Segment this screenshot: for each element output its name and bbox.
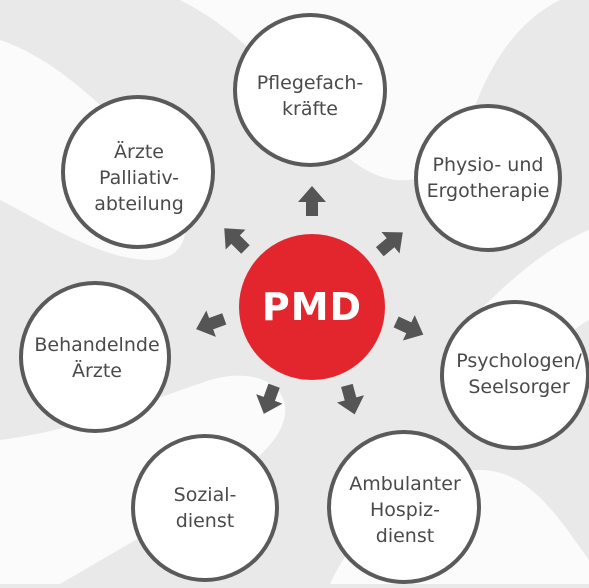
arrow-to-ambulanter-hospizdienst: [336, 383, 365, 415]
arrow-to-aerzte-palliativabteilung: [224, 228, 250, 254]
arrow-shape: [196, 310, 227, 337]
arrow-shape: [224, 228, 250, 254]
arrow-shape: [393, 315, 424, 341]
node-circle-behandelnde-aerzte: [19, 281, 171, 433]
arrow-shape: [256, 383, 283, 414]
node-circle-sozialdienst: [131, 434, 279, 582]
node-circle-physio-ergotherapie: [414, 104, 562, 252]
arrow-to-pflegefachkraefte: [298, 186, 326, 216]
arrow-shape: [298, 186, 326, 216]
nodes-group: [19, 13, 589, 584]
node-circle-psychologen-seelsorger: [440, 300, 589, 450]
arrow-shape: [336, 383, 365, 415]
arrow-shape: [375, 231, 403, 257]
center-label: PMD: [261, 285, 363, 329]
arrow-to-physio-ergotherapie: [375, 231, 403, 257]
arrow-to-behandelnde-aerzte: [196, 310, 227, 337]
arrow-to-sozialdienst: [256, 383, 283, 414]
center-circle: [239, 234, 385, 380]
arrows-group: [196, 186, 424, 415]
arrow-to-psychologen-seelsorger: [393, 315, 424, 341]
node-circle-aerzte-palliativabteilung: [61, 95, 215, 249]
node-circle-pflegefachkraefte: [233, 13, 387, 167]
node-circle-ambulanter-hospizdienst: [327, 430, 481, 584]
